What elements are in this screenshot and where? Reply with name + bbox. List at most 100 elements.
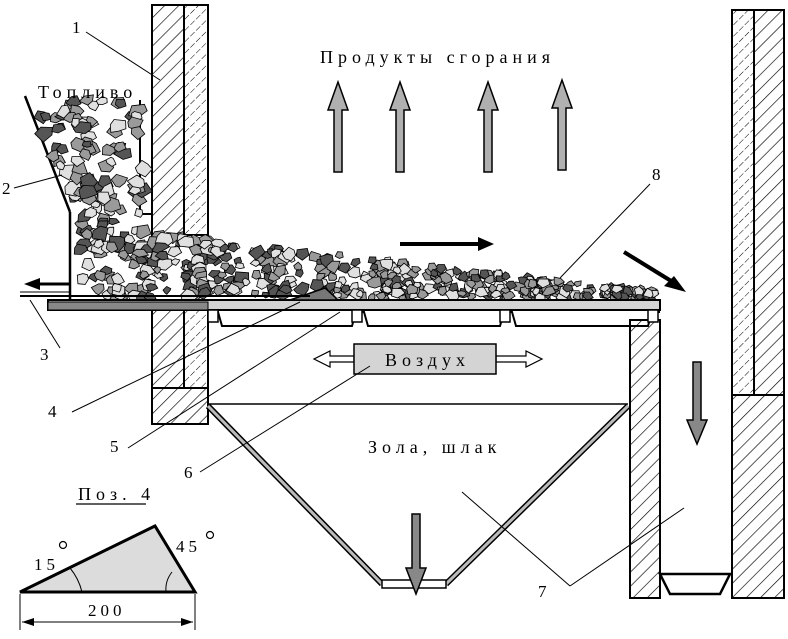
coal-piece [220, 262, 231, 272]
callout-5: 5 [110, 437, 119, 456]
coal-piece [180, 272, 192, 282]
coal-piece [145, 283, 159, 291]
coal-piece [541, 286, 557, 297]
coal-piece [130, 248, 150, 258]
coal-piece [45, 149, 60, 163]
coal-piece [281, 246, 296, 262]
callout-6: 6 [184, 463, 193, 482]
coal-piece [527, 278, 538, 289]
coal-piece [117, 249, 129, 261]
coal-piece [124, 233, 136, 244]
coal-piece [78, 184, 99, 200]
coal-piece [101, 143, 116, 156]
grate [47, 299, 661, 327]
coal-piece [152, 266, 161, 275]
coal-piece [430, 268, 438, 277]
coal-piece [130, 126, 146, 141]
coal-piece [326, 260, 341, 275]
coal-piece [73, 243, 89, 255]
callout-2: 2 [2, 179, 11, 198]
coal-piece [260, 262, 273, 274]
coal-piece [81, 257, 95, 272]
coal-piece [295, 269, 304, 278]
fuel-label: Топливо [38, 82, 137, 102]
coal-piece [166, 246, 183, 258]
coal-piece [437, 285, 447, 297]
coal-piece [334, 251, 344, 259]
coal-piece [105, 156, 117, 167]
air-indicator [312, 343, 544, 375]
callout-7: 7 [538, 582, 547, 601]
coal-piece [411, 265, 422, 274]
coal-piece [198, 239, 213, 250]
coal-piece [113, 141, 127, 153]
coal-piece [379, 258, 394, 271]
detail-title: Поз. 4 [78, 484, 155, 504]
detail-4: Поз. 4 15 45 200 [19, 484, 215, 630]
coal-piece [109, 119, 127, 133]
coal-piece [474, 286, 490, 298]
coal-piece [111, 283, 122, 293]
coal-piece [573, 280, 582, 288]
callout-4: 4 [48, 402, 57, 421]
coal-piece [127, 186, 142, 196]
coal-piece [90, 283, 105, 296]
pusher-rod [20, 291, 310, 297]
angle-left-value: 15 [34, 555, 59, 574]
coal-piece [93, 238, 105, 249]
coal-piece [391, 287, 406, 299]
coal-piece [134, 159, 153, 178]
coal-piece [553, 276, 566, 286]
coal-piece [234, 262, 245, 270]
coal-piece [78, 94, 94, 106]
coal-piece [273, 264, 286, 278]
coal-piece [409, 292, 419, 300]
coal-piece [105, 241, 119, 254]
coal-piece [70, 156, 86, 168]
degree-mark-right [205, 530, 215, 540]
coal-piece [242, 277, 251, 287]
left-wall [151, 4, 209, 425]
callout-3: 3 [40, 345, 49, 364]
coal-piece [210, 238, 227, 248]
coal-piece [83, 206, 97, 218]
coal-piece [80, 227, 93, 241]
coal-piece [367, 256, 377, 264]
coal-piece [95, 96, 108, 106]
coal-piece [366, 276, 382, 289]
slag-out-arrow [622, 250, 678, 286]
coal-piece [610, 284, 624, 294]
coal-piece [136, 224, 152, 240]
coal-piece [217, 271, 227, 279]
coal-piece [341, 284, 351, 293]
coal-piece [55, 160, 66, 171]
up-arrow [388, 79, 412, 173]
combustion-arrows [326, 77, 574, 173]
coal-piece [134, 208, 144, 218]
coal-piece [56, 104, 71, 119]
coal-piece [156, 258, 173, 271]
slag-tray [657, 572, 733, 596]
coal-piece [562, 283, 574, 293]
up-arrow [326, 79, 350, 173]
coal-piece [369, 263, 379, 271]
coal-piece [296, 248, 310, 261]
coal-piece [51, 123, 67, 134]
coal-piece [71, 117, 80, 129]
length-value: 200 [88, 601, 126, 620]
coal-piece [79, 171, 99, 188]
up-arrow [476, 79, 500, 173]
coal-piece [110, 173, 129, 188]
coal-piece [270, 248, 282, 259]
air-label: Воздух [385, 350, 470, 370]
right-wall [731, 9, 785, 599]
coal-piece [81, 140, 92, 148]
coal-piece [356, 289, 364, 298]
bridge-wall [629, 319, 661, 599]
coal-piece [642, 287, 654, 299]
coal-piece [278, 284, 293, 295]
coal-piece [504, 280, 518, 291]
fuel-flow-arrow [400, 237, 494, 251]
up-arrow [550, 77, 574, 171]
coal-piece [249, 259, 261, 267]
